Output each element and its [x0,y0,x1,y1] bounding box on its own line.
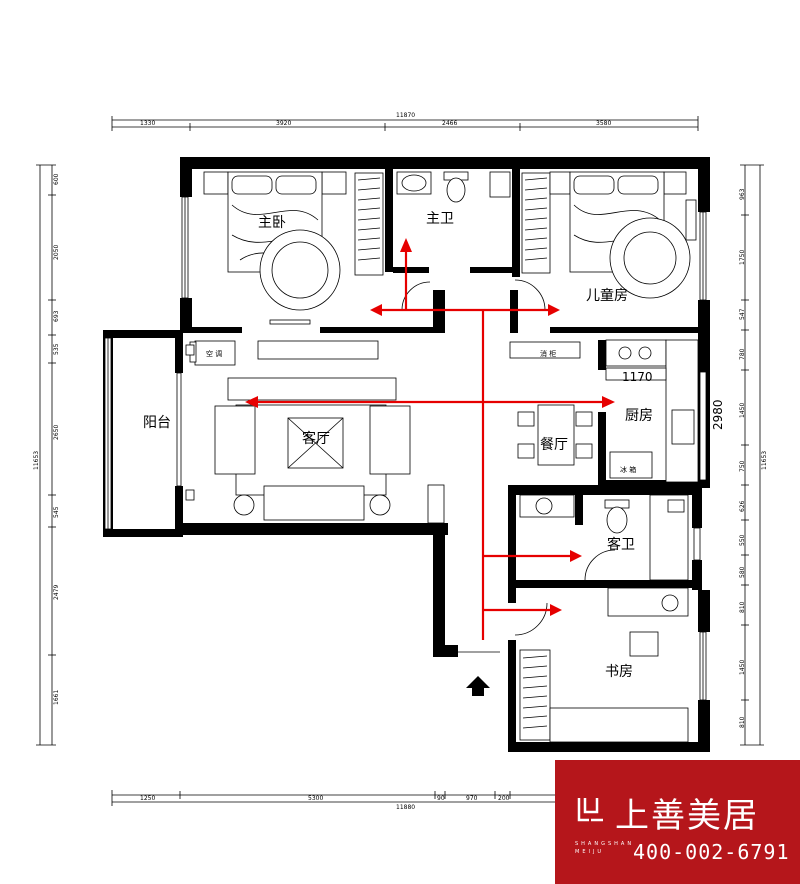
dim-left-6: 545 [53,506,60,518]
dim-right-11: 1450 [739,660,746,675]
label-study: 书房 [605,664,633,680]
dim-left-7: 2479 [53,585,60,600]
brand-pinyin: SHANGSHAN MEIJU [575,841,635,855]
kids-bed [521,171,697,299]
circulation-arrows [245,238,615,640]
brand-logo-icon [577,798,603,822]
brand-banner: 上善美居 SHANGSHAN MEIJU 400-002-6791 [555,760,800,884]
master-bath-fixtures [396,171,511,203]
dim-right-2: 1750 [739,250,746,265]
dim-right-6: 750 [739,460,746,472]
label-balcony-small: 空 调 [206,349,222,358]
dim-top-4: 3580 [596,120,611,127]
dim-1170: 1170 [622,370,653,384]
dim-left-5: 2650 [53,425,60,440]
guest-bath-fixtures [519,494,689,581]
label-master-bedroom: 主卧 [258,215,286,231]
top-dimensions: 11870 1330 3920 2466 3580 [111,112,699,131]
label-living-room: 客厅 [302,430,330,447]
label-kitchen-small: 消 柜 [540,349,556,358]
dim-top-total: 11870 [396,112,415,119]
left-dimensions: 11653 600 2050 693 535 2650 545 2479 166… [33,164,60,746]
right-dimensions: 11653 963 1750 547 780 1450 750 626 550 … [739,164,768,746]
dim-bottom-2: 5300 [308,795,323,802]
label-guest-bath: 客卫 [607,536,635,553]
bottom-dimensions: 1250 5300 90 970 200 11880 [111,790,555,811]
dim-bottom-5: 200 [498,795,510,802]
dim-right-12: 810 [739,716,746,728]
master-wardrobe [354,172,384,276]
dining-table [509,341,593,466]
label-master-bath: 主卫 [426,211,454,227]
living-furniture [185,340,445,524]
dim-left-2: 2050 [53,245,60,260]
dim-right-4: 780 [739,348,746,360]
brand-name: 上善美居 [615,796,759,836]
dim-right-3: 547 [739,308,746,320]
study-furniture [519,587,689,743]
label-dining-room: 餐厅 [540,437,568,453]
dim-right-5: 1450 [739,403,746,418]
dim-left-total: 11653 [33,451,40,470]
label-kitchen: 厨房 [625,408,653,424]
doors [401,279,616,653]
label-fridge: 冰 箱 [620,465,636,474]
dim-bottom-total: 11880 [396,804,415,811]
dim-bottom-4: 970 [466,795,478,802]
brand-phone: 400-002-6791 [633,840,790,864]
dim-left-8: 1661 [53,690,60,705]
dim-right-1: 963 [739,188,746,200]
dim-top-3: 2466 [442,120,457,127]
dim-left-4: 535 [53,343,60,355]
label-balcony: 阳台 [143,415,171,431]
kitchen-counter [605,339,699,483]
dim-left-1: 600 [53,173,60,185]
dim-right-9: 580 [739,566,746,578]
dim-right-7: 626 [739,500,746,512]
dim-right-10: 810 [739,601,746,613]
windows [104,196,707,701]
entrance-arrow [466,676,490,696]
dim-2980: 2980 [711,399,725,430]
dim-bottom-1: 1250 [140,795,155,802]
dim-left-3: 693 [53,310,60,322]
dim-bottom-3: 90 [437,795,445,802]
dim-top-2: 3920 [276,120,291,127]
dim-top-1: 1330 [140,120,155,127]
master-bed [203,171,347,325]
label-kids-room: 儿童房 [586,287,628,304]
dim-right-8: 550 [739,534,746,546]
dim-right-total: 11653 [761,451,768,470]
